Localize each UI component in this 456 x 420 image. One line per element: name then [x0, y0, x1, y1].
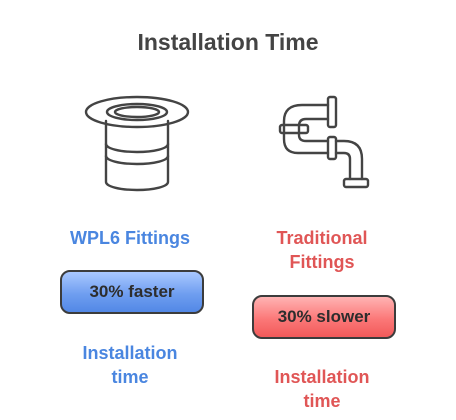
- wpl6-installation-time-caption: Installation time: [82, 343, 178, 387]
- traditional-installation-time-caption: Installation time: [274, 367, 370, 411]
- slower-badge: 30% slower: [252, 295, 396, 339]
- faster-badge: 30% faster: [60, 270, 204, 314]
- diagram-title: Installation Time: [137, 29, 319, 55]
- bent-pipe-icon: [278, 95, 370, 189]
- traditional-fittings-label: Traditional Fittings: [276, 228, 368, 272]
- wpl6-fittings-label: WPL6 Fittings: [70, 228, 190, 248]
- flanged-fitting-icon: [84, 95, 190, 192]
